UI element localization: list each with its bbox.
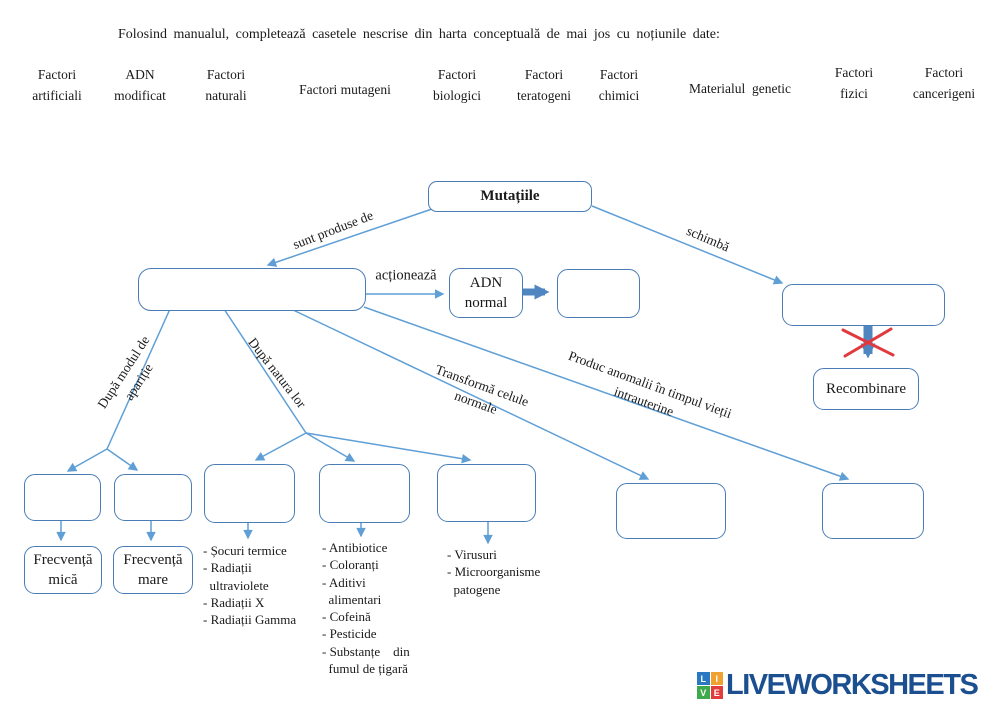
edge-by-mode-stem	[106, 308, 171, 450]
answer-box-changes[interactable]	[782, 284, 945, 326]
word-bank-item-material-genetic: Materialul genetic	[689, 81, 791, 96]
answer-box-anomalies[interactable]	[822, 483, 924, 539]
word-bank-item-fizici: Factori fizici	[834, 65, 874, 101]
filled-box-adn-normal: ADN normal	[449, 268, 523, 318]
word-bank-item-naturali: Factori naturali	[205, 67, 247, 103]
edge-label-acts-on: acționează	[375, 267, 437, 284]
answer-box-nature-3[interactable]	[437, 464, 536, 522]
filled-box-frecventa-mare: Frecvență mare	[113, 546, 193, 594]
red-cross-icon	[841, 327, 895, 358]
edge-by-nature-stem	[223, 308, 307, 434]
word-bank-item-biologici: Factori biologici	[433, 67, 481, 103]
logo-square-l: L	[697, 672, 710, 685]
edge-by-mode-right	[106, 448, 139, 471]
instruction-text: Folosind manualul, completează casetele …	[118, 27, 720, 42]
edge-by-nature-2	[305, 432, 356, 462]
answer-box-result[interactable]	[557, 269, 640, 318]
word-bank-item-cancerigeni: Factori cancerigeni	[912, 65, 976, 101]
list-thermal-factors: - Șocuri termice - Radiații ultraviolete…	[203, 543, 297, 628]
answer-box-produced-by[interactable]	[138, 268, 366, 311]
answer-box-mode-2[interactable]	[114, 474, 192, 521]
word-bank-item-artificiali: Factori artificiali	[32, 67, 82, 103]
liveworksheets-logo-icon: L I V E	[697, 672, 723, 699]
word-bank-item-teratogeni: Factori teratogeni	[517, 67, 571, 103]
answer-box-mode-1[interactable]	[24, 474, 101, 521]
list-biological-factors: - Virusuri - Microorganisme patogene	[447, 547, 541, 597]
word-bank-item-mutageni: Factori mutageni	[299, 82, 391, 97]
logo-square-v: V	[697, 686, 710, 699]
edge-anomalies	[363, 306, 850, 481]
liveworksheets-logo-text: LIVEWORKSHEETS	[726, 669, 979, 701]
logo-square-e: E	[710, 686, 723, 699]
liveworksheets-logo[interactable]: L I V E LIVEWORKSHEETS	[697, 669, 979, 702]
filled-box-recombinare: Recombinare	[813, 368, 919, 410]
filled-box-frecventa-mica: Frecvență mică	[24, 546, 102, 594]
word-bank-item-chimici: Factori chimici	[598, 67, 640, 103]
list-chemical-factors: - Antibiotice - Coloranți - Aditivi alim…	[322, 540, 410, 677]
edge-by-mode-left	[66, 448, 108, 472]
edge-by-nature-3	[305, 432, 472, 464]
edge-transform	[290, 308, 650, 480]
logo-square-i: I	[710, 672, 723, 685]
answer-box-nature-2[interactable]	[319, 464, 410, 523]
answer-box-transform[interactable]	[616, 483, 726, 539]
edge-changes	[591, 205, 784, 285]
answer-box-nature-1[interactable]	[204, 464, 295, 523]
word-bank-item-adn-modificat: ADN modificat	[114, 67, 166, 103]
root-box-mutatiile: Mutațiile	[428, 181, 592, 212]
edge-by-nature-1	[254, 432, 307, 461]
edge-produced-by	[266, 208, 433, 267]
